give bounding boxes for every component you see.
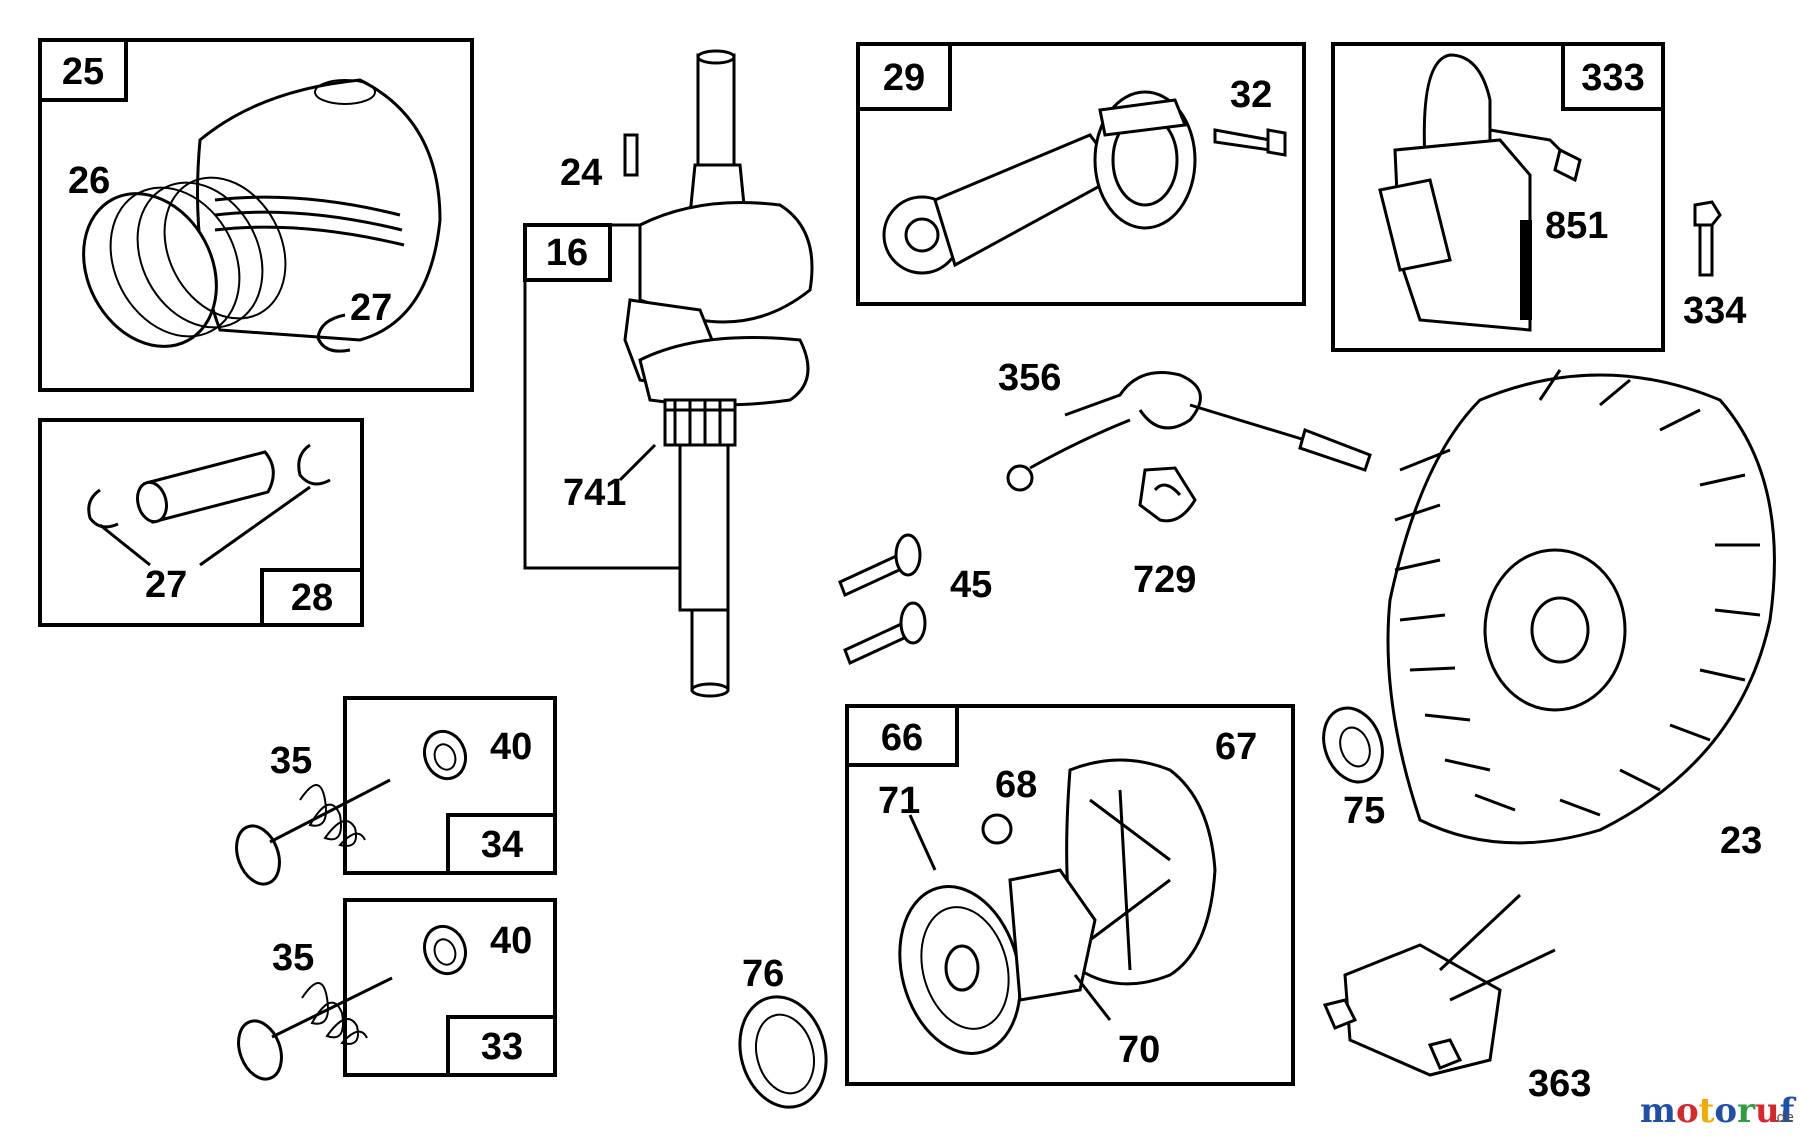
label-75: 75 xyxy=(1343,790,1385,832)
box-33-label: 33 xyxy=(481,1026,523,1068)
rod-bolt-part xyxy=(1213,128,1287,157)
label-24: 24 xyxy=(560,152,602,194)
label-23: 23 xyxy=(1720,820,1762,862)
label-26: 26 xyxy=(68,160,110,202)
connecting-rod-part xyxy=(882,90,1197,275)
label-35-upper: 35 xyxy=(270,740,312,782)
valve-spring-part-upper xyxy=(235,778,391,886)
valve-spring-part-lower xyxy=(237,976,393,1081)
box-starter-clutch: 66 67 68 71 70 xyxy=(845,704,1295,1086)
piston-part xyxy=(196,78,442,342)
steel-ball-part xyxy=(981,813,1013,845)
label-741: 741 xyxy=(563,472,626,514)
piston-pin-part xyxy=(136,450,275,524)
label-35-lower: 35 xyxy=(272,937,314,979)
pin-clip-left xyxy=(87,488,119,529)
label-851: 851 xyxy=(1545,205,1608,247)
box-333-label: 333 xyxy=(1581,57,1644,99)
piston-rings-part xyxy=(82,176,287,348)
label-363: 363 xyxy=(1528,1063,1591,1105)
key-part xyxy=(623,133,639,177)
label-356: 356 xyxy=(998,357,1061,399)
crankshaft-part xyxy=(623,49,814,698)
box-16-label: 16 xyxy=(546,232,588,274)
clutch-housing-part xyxy=(1008,868,1097,1002)
label-27-piston: 27 xyxy=(350,287,392,329)
armature-part xyxy=(1378,53,1582,332)
label-71: 71 xyxy=(878,780,920,822)
motoruf-watermark: motoruf .de xyxy=(1640,1091,1797,1131)
valve-retainer-part-upper xyxy=(422,729,468,781)
label-27-pin: 27 xyxy=(145,564,187,606)
valve-retainer-part-lower xyxy=(422,924,468,976)
label-76: 76 xyxy=(742,953,784,995)
wire-clip-part xyxy=(1138,466,1197,523)
label-67: 67 xyxy=(1215,726,1257,768)
label-334: 334 xyxy=(1683,290,1746,332)
armature-screw-part xyxy=(1693,200,1722,277)
crankshaft-assembly: 16 24 741 xyxy=(523,49,814,698)
box-29-label: 29 xyxy=(883,57,925,99)
label-40-upper: 40 xyxy=(490,726,532,768)
rotating-screen-part xyxy=(738,995,828,1109)
label-729: 729 xyxy=(1133,559,1196,601)
washer-part xyxy=(1322,706,1384,784)
flywheel-part xyxy=(1386,369,1776,845)
flywheel-puller-part xyxy=(1322,893,1556,1077)
retaining-clip-part xyxy=(316,313,351,353)
box-armature: 333 851 xyxy=(1331,42,1665,352)
box-34-label: 34 xyxy=(481,824,523,866)
box-valve-lower: 33 xyxy=(343,898,557,1077)
box-piston-pin: 28 27 xyxy=(38,418,364,627)
box-66-label: 66 xyxy=(881,717,923,759)
label-32: 32 xyxy=(1230,74,1272,116)
label-45: 45 xyxy=(950,564,992,606)
label-68: 68 xyxy=(995,764,1037,806)
pin-clip-right xyxy=(297,443,331,486)
ground-wire-part xyxy=(1006,371,1372,492)
svg-text:motoruf: motoruf xyxy=(1640,1091,1797,1131)
box-valve-upper: 34 xyxy=(343,696,557,875)
box-piston-assembly: 25 26 27 xyxy=(38,38,474,392)
box-25-label: 25 xyxy=(62,51,104,93)
flywheel-bolts-part xyxy=(838,533,927,666)
label-40-lower: 40 xyxy=(490,920,532,962)
box-connecting-rod: 29 32 xyxy=(856,42,1306,306)
box-28-label: 28 xyxy=(291,577,333,619)
label-70: 70 xyxy=(1118,1029,1160,1071)
svg-text:.de: .de xyxy=(1772,1110,1794,1126)
